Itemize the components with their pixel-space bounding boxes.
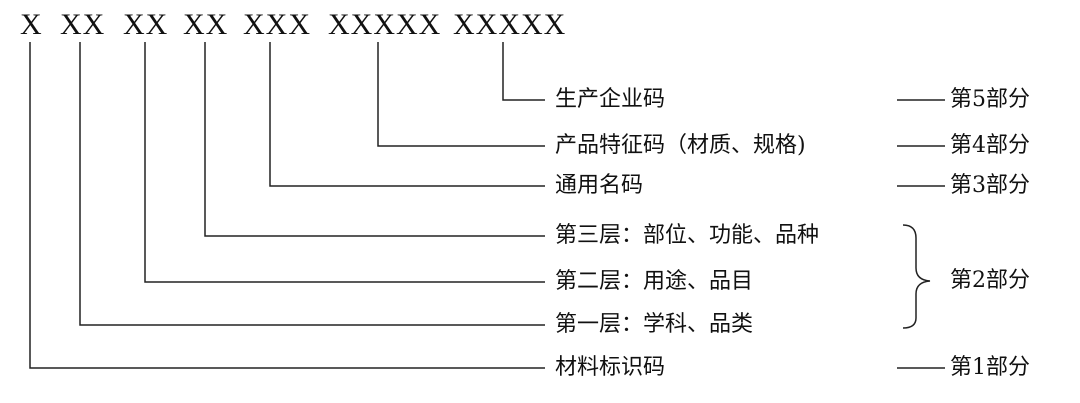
label-product-feature-code: 产品特征码（材质、规格): [555, 133, 806, 158]
code-segment-7: XXXXX: [453, 8, 567, 41]
connector-seg2: [79, 42, 545, 326]
label-layer-2: 第二层：用途、品目: [555, 269, 754, 294]
label-manufacturer-code: 生产企业码: [555, 87, 666, 112]
connector-seg3: [144, 42, 545, 283]
code-segment-6: XXXXX: [328, 8, 442, 41]
label-material-id-code: 材料标识码: [555, 355, 666, 380]
label-layer-1: 第一层：学科、品类: [555, 312, 754, 337]
code-segment-3: XX: [123, 8, 169, 41]
code-segment-4: XX: [183, 8, 229, 41]
label-layer-3: 第三层：部位、功能、品种: [555, 223, 820, 248]
code-segment-5: XXX: [243, 8, 311, 41]
code-segment-2: XX: [60, 8, 106, 41]
connector-seg6: [377, 42, 545, 147]
connector-seg7: [502, 42, 545, 101]
part-1-label: 第1部分: [950, 355, 1030, 380]
layer-brace: [902, 224, 931, 329]
part-3-label: 第3部分: [950, 173, 1030, 198]
connector-seg5: [269, 42, 545, 187]
part-2-label: 第2部分: [950, 268, 1030, 293]
connector-seg4: [204, 42, 545, 237]
connector-seg1: [29, 42, 545, 369]
part-5-label: 第5部分: [950, 87, 1030, 112]
code-segment-1: X: [20, 8, 43, 41]
label-generic-name-code: 通用名码: [555, 173, 644, 198]
part-4-label: 第4部分: [950, 133, 1030, 158]
